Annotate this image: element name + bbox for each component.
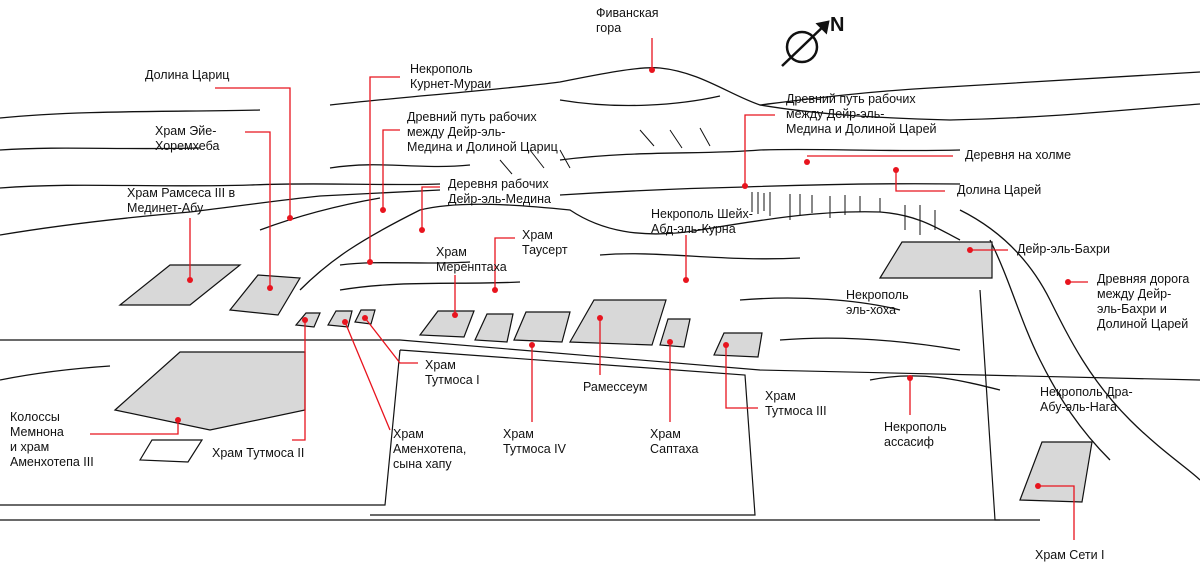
terrain-lines: [0, 67, 1200, 481]
label-ay-horemheb: Храм Эйе- Хоремхеба: [155, 124, 220, 153]
leader-lines: [90, 38, 1088, 540]
label-thutmose-ii: Храм Тутмоса II: [212, 446, 305, 460]
label-siptah: Храм Саптаха: [650, 427, 699, 456]
label-valley-of-queens: Долина Цариц: [145, 68, 230, 82]
label-deir-el-bahri: Дейр-эль-Бахри: [1017, 242, 1110, 256]
label-ramesses-iii: Храм Рамсеса III в Мединет-Абу: [127, 186, 236, 215]
roads: [0, 289, 1200, 521]
label-colossi-of-memnon: Колоссы Мемнона и храм Аменхотепа III: [10, 410, 94, 469]
label-seti-i: Храм Сети I: [1035, 548, 1105, 562]
label-bahri-road: Древняя дорога между Дейр- эль-Бахри и Д…: [1097, 272, 1190, 331]
label-asasif: Некрополь ассасиф: [884, 420, 947, 449]
north-label: N: [830, 14, 845, 36]
label-thebes-mountain: Фиванская гора: [596, 6, 659, 35]
label-qurnet-murai: Некрополь Курнет-Мураи: [410, 62, 492, 91]
label-hill-village: Деревня на холме: [965, 148, 1072, 162]
label-dra-abu-el-naga: Некрополь Дра- Абу-эль-Нага: [1040, 385, 1133, 414]
label-amenhotep-son-of-hapu: Храм Аменхотепа, сына хапу: [393, 427, 467, 471]
label-sheikh-abd-el-qurna: Некрополь Шейх- Абд-эль-Курна: [651, 207, 753, 236]
label-valley-of-kings: Долина Царей: [957, 183, 1042, 197]
label-path-to-kings: Древний путь рабочих между Дейр-эль- Мед…: [786, 92, 937, 136]
compass-icon: [781, 20, 830, 67]
location-dots: [175, 67, 1071, 489]
label-thutmose-iii: Храм Тутмоса III: [765, 389, 827, 418]
label-merenptah: Храм Меренптаха: [436, 245, 507, 274]
temple-blocks: [113, 241, 1093, 503]
label-ramesseum: Рамессеум: [583, 380, 648, 394]
label-deir-el-medina: Деревня рабочих Дейр-эль-Медина: [448, 177, 551, 206]
label-path-to-queens: Древний путь рабочих между Дейр-эль- Мед…: [407, 110, 558, 154]
label-thutmose-iv: Храм Тутмоса IV: [503, 427, 566, 456]
label-tausert: Храм Таусерт: [522, 228, 568, 257]
label-thutmose-i: Храм Тутмоса I: [425, 358, 480, 387]
cliff-hatching: [499, 127, 936, 235]
label-el-khokha: Некрополь эль-хоха: [846, 288, 909, 317]
